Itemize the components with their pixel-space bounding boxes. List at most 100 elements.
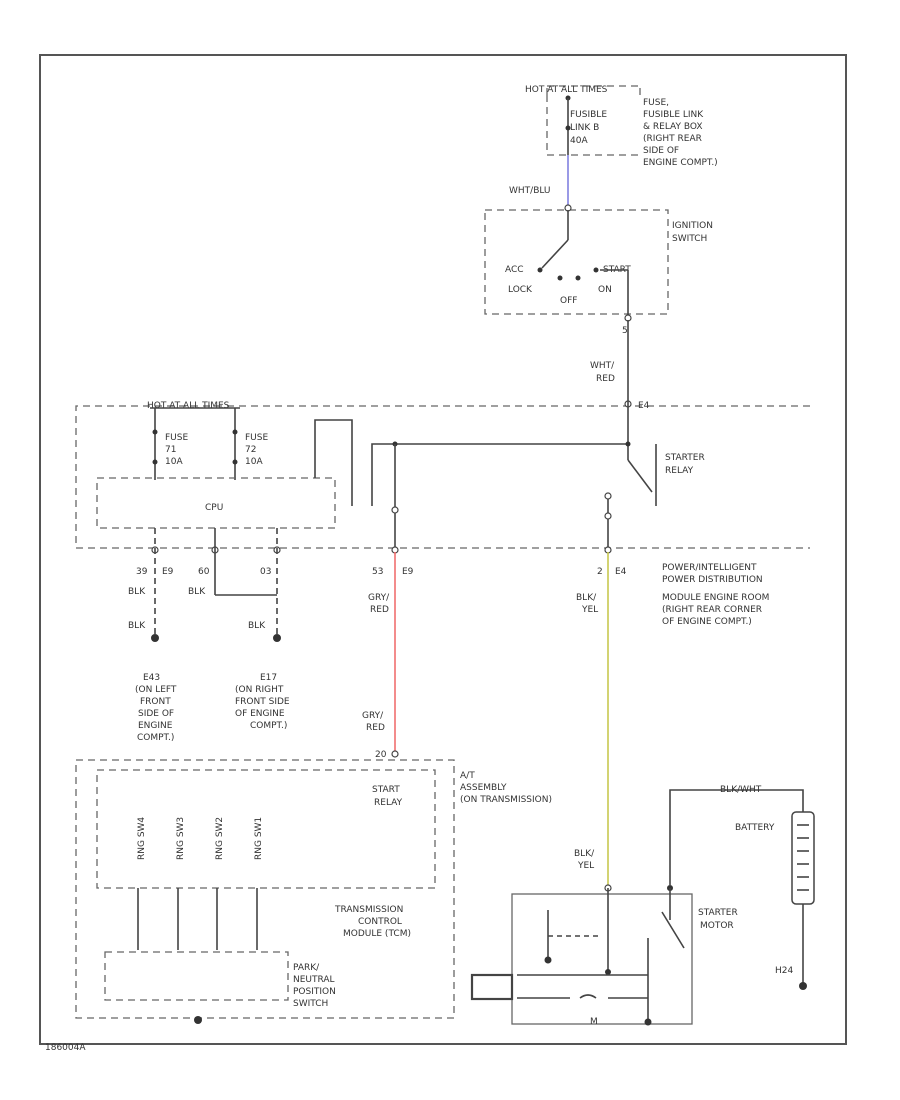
motor-m-label: M [590,1017,598,1027]
range-switch-label: RNG SW2 [215,817,225,860]
pdm-title: OF ENGINE COMPT.) [662,617,752,627]
pnp-label: SWITCH [293,999,328,1009]
ground-point-e43 [151,634,159,642]
ground-e17-label: FRONT SIDE [235,697,290,707]
pin-label: 03 [260,567,271,577]
wire-label-blk: BLK [248,621,266,631]
ignition-switch-title: SWITCH [672,234,707,244]
pdm-title: MODULE ENGINE ROOM [662,593,769,603]
switch-pos-lock: LOCK [508,285,533,295]
tcm-label: MODULE (TCM) [343,929,411,939]
wire-label-blk-yel: BLK/ [574,849,595,859]
starter-relay-label: STARTER [665,453,705,463]
pin-label: 53 [372,567,383,577]
starter-motor-body [470,973,514,1001]
starter-relay-contact [627,459,653,493]
ground-point-e17 [273,634,281,642]
pdm-hot-label: HOT AT ALL TIMES [147,401,230,411]
pdm-title: (RIGHT REAR CORNER [662,605,762,615]
tcm-label: CONTROL [358,917,402,927]
starter-relay-label: RELAY [665,466,694,476]
pnp-label: PARK/ [293,963,320,973]
fusible-link-label: LINK B [570,123,599,133]
pdm-title: POWER DISTRIBUTION [662,575,763,585]
wire-label-gry-red: RED [370,605,389,615]
at-title: A/T [460,771,475,781]
ground-h24-label: H24 [775,966,793,976]
ground-e17-label: (ON RIGHT [235,685,284,695]
wire-label-gry-red: GRY/ [368,593,390,603]
starter-motor-label: MOTOR [700,921,734,931]
fuse-71-label: FUSE [165,433,188,443]
starter-solenoid-contact [661,911,685,949]
tcm-label: TRANSMISSION [334,905,403,915]
starter-motor-label: STARTER [698,908,738,918]
at-title: (ON TRANSMISSION) [460,795,552,805]
fuse-box-top: HOT AT ALL TIMES FUSIBLE LINK B 40A FUSE… [525,85,718,168]
ground-e43-label: E43 [143,673,160,683]
fuse-71-label: 71 [165,445,176,455]
wire-label-gry-red: RED [366,723,385,733]
pnp-label: POSITION [293,987,336,997]
ignition-switch-title: IGNITION [672,221,713,231]
switch-pos-off: OFF [560,296,577,306]
wire-label-blk-yel: YEL [577,861,594,871]
ground-point-h24 [799,982,807,990]
at-title: ASSEMBLY [460,783,507,793]
wire-label-wht-blu: WHT/BLU [509,186,551,196]
ground-e17-label: E17 [260,673,277,683]
wire-label-wht-red: WHT/ [590,361,615,371]
pdm-title: POWER/INTELLIGENT [662,563,757,573]
ground-point [194,1016,202,1024]
ground-e43-label: COMPT.) [137,733,174,743]
starter-motor: M STARTER MOTOR [470,884,738,1027]
ground-e43-label: (ON LEFT [135,685,177,695]
start-relay-label: START [372,785,400,795]
fuse-box-location: ENGINE COMPT.) [643,158,718,168]
start-relay-label: RELAY [374,798,403,808]
fuse-72-label: 72 [245,445,256,455]
pin-label: 60 [198,567,210,577]
range-switch-label: RNG SW1 [254,817,264,860]
wire-label-gry-red: GRY/ [362,711,384,721]
battery-label: BATTERY [735,823,775,833]
fuse-72-label: FUSE [245,433,268,443]
diagram-frame [39,54,847,1045]
ignition-switch: IGNITION SWITCH ACC START LOCK ON OFF 5 [484,204,713,336]
wire-label-blk: BLK [188,587,206,597]
wire-label-blk-yel: BLK/ [576,593,597,603]
pnp-switch-box [104,951,289,1001]
fuse-box-location: (RIGHT REAR [643,134,702,144]
fusible-link-label: FUSIBLE [570,110,607,120]
conn-label: E4 [615,567,627,577]
power-distribution-module: HOT AT ALL TIMES E4 FUSE 71 10A FUSE 72 … [75,400,810,627]
switch-blade [541,239,569,269]
ground-e17-label: OF ENGINE [235,709,285,719]
fuse-box-location: FUSIBLE LINK [643,110,704,120]
wire-label-blk: BLK [128,587,146,597]
battery: BLK/WHT BATTERY H24 [669,785,815,990]
ground-circuits: 39 E9 60 03 BLK BLK BLK BLK E43 (ON LEFT… [128,528,290,743]
fuse-71-label: 10A [165,457,183,467]
range-switch-label: RNG SW4 [137,817,147,860]
conn-label: E9 [402,567,414,577]
cpu-label: CPU [205,503,223,513]
wire-label-blk-yel: YEL [581,605,598,615]
conn-label: E9 [162,567,174,577]
pin-label: 39 [136,567,148,577]
ground-e43-label: FRONT [140,697,171,707]
fuse-terminal [565,125,571,131]
switch-pos-acc: ACC [505,265,524,275]
at-pin-label: 20 [375,750,387,760]
at-assembly: 20 A/T ASSEMBLY (ON TRANSMISSION) START … [75,750,552,1024]
start-relay-box [96,769,436,889]
fuse-72-label: 10A [245,457,263,467]
figure-code: 186004A [45,1043,86,1053]
ground-e17-label: COMPT.) [250,721,287,731]
pnp-label: NEUTRAL [293,975,335,985]
ground-e43-label: ENGINE [138,721,173,731]
wire-label-blk: BLK [128,621,146,631]
fusible-link-label: 40A [570,136,588,146]
wire-label-blk-wht: BLK/WHT [720,785,762,795]
